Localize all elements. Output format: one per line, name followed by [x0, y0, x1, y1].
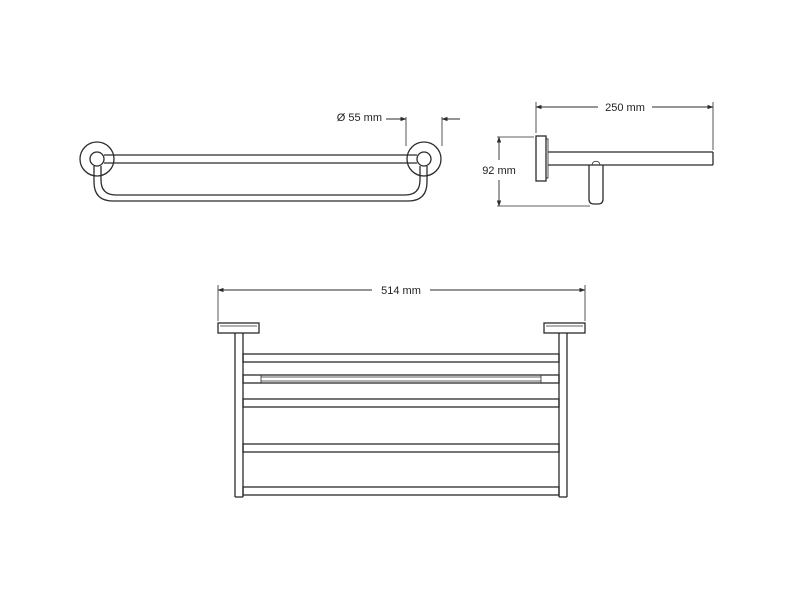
left-flange — [79, 141, 115, 177]
height-label: 92 mm — [482, 165, 516, 177]
front-bar-1 — [242, 353, 560, 363]
depth-dimension: 250 mm — [535, 102, 714, 150]
front-inner-rail — [260, 375, 542, 383]
front-bar-5 — [242, 486, 560, 496]
right-flange — [406, 141, 442, 177]
left-flange-hub — [89, 151, 105, 167]
front-left-upright — [234, 333, 244, 498]
width-label: 514 mm — [381, 285, 421, 297]
depth-label: 250 mm — [605, 102, 645, 114]
side-view: 250 mm 92 mm — [482, 102, 714, 207]
height-dimension: 92 mm — [482, 136, 590, 207]
diameter-label: Ø 55 mm — [337, 112, 382, 124]
top-rail — [104, 154, 417, 164]
right-flange-hub — [416, 151, 432, 167]
front-bar-3 — [242, 398, 560, 408]
diameter-dimension: Ø 55 mm — [337, 112, 460, 146]
front-bars — [242, 353, 560, 496]
front-right-wall-plate — [543, 322, 586, 334]
front-bar-4 — [242, 443, 560, 453]
side-wall-plate — [535, 135, 547, 182]
side-lower-loop — [588, 160, 604, 205]
front-bar-2 — [242, 374, 560, 384]
lower-u-rail — [93, 166, 428, 202]
front-left-wall-plate — [217, 322, 260, 334]
width-dimension: 514 mm — [217, 285, 586, 321]
front-view: 514 mm — [217, 285, 586, 498]
side-arm — [548, 151, 714, 166]
top-view: Ø 55 mm — [79, 112, 460, 202]
side-flange-ring — [545, 138, 549, 179]
front-right-upright — [558, 333, 568, 498]
